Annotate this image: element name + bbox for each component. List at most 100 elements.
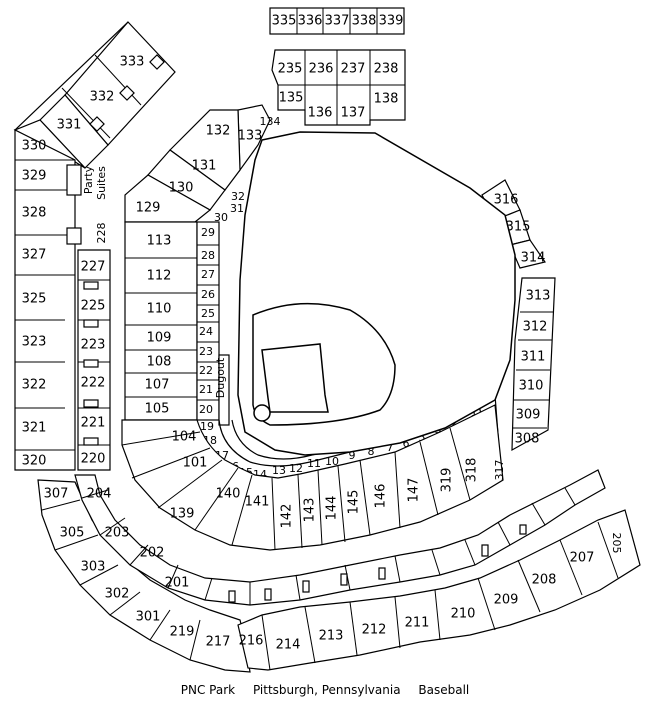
section-label[interactable]: 27 <box>201 268 215 281</box>
section-label[interactable]: 333 <box>120 55 145 70</box>
section-label[interactable]: 147 <box>407 478 422 503</box>
section-label[interactable]: 314 <box>521 251 546 266</box>
section-label[interactable]: 9 <box>349 449 356 462</box>
section-label[interactable]: 214 <box>276 638 301 653</box>
section-label[interactable]: 337 <box>325 14 350 29</box>
section-label[interactable]: 21 <box>199 383 213 396</box>
section-label[interactable]: 210 <box>451 607 476 622</box>
section-label[interactable]: 325 <box>22 292 47 307</box>
section-label[interactable]: 133 <box>238 129 263 144</box>
section-label[interactable]: 29 <box>201 226 215 239</box>
section-label[interactable]: 101 <box>183 456 208 471</box>
section-label[interactable]: 313 <box>526 289 551 304</box>
section-label[interactable]: 235 <box>278 62 303 77</box>
section-label[interactable]: 31 <box>230 202 244 215</box>
section-label[interactable]: 321 <box>22 421 47 436</box>
section-label[interactable]: 23 <box>199 345 213 358</box>
section-label[interactable]: 144 <box>325 496 340 521</box>
section-label[interactable]: 24 <box>199 325 213 338</box>
section-label[interactable]: 112 <box>147 269 172 284</box>
section-label[interactable]: 212 <box>362 623 387 638</box>
section-label[interactable]: 203 <box>105 526 130 541</box>
section-label[interactable]: 131 <box>192 159 217 174</box>
section-label[interactable]: 6 <box>403 437 410 450</box>
section-label[interactable]: 319 <box>440 468 455 493</box>
section-label[interactable]: 328 <box>22 206 47 221</box>
section-label[interactable]: 305 <box>60 526 85 541</box>
section-label[interactable]: 32 <box>231 190 245 203</box>
section-label[interactable]: 311 <box>521 350 546 365</box>
section-label[interactable]: 213 <box>319 629 344 644</box>
section-label[interactable]: 10 <box>325 455 339 468</box>
section-label[interactable]: 312 <box>523 320 548 335</box>
section-label[interactable]: 216 <box>239 634 264 649</box>
section-label[interactable]: 205 <box>610 533 623 554</box>
section-label[interactable]: 136 <box>308 106 333 121</box>
section-label[interactable]: 7 <box>387 441 394 454</box>
section-label[interactable]: 13 <box>272 464 286 477</box>
section-label[interactable]: 316 <box>494 193 519 208</box>
section-label[interactable]: 110 <box>147 302 172 317</box>
section-label[interactable]: 108 <box>147 355 172 370</box>
section-label[interactable]: 140 <box>216 487 241 502</box>
section-label[interactable]: 129 <box>136 201 161 216</box>
section-label[interactable]: 336 <box>298 14 323 29</box>
section-label[interactable]: 322 <box>22 378 47 393</box>
section-label[interactable]: 338 <box>352 14 377 29</box>
section-label[interactable]: 310 <box>519 379 544 394</box>
section-label[interactable]: 11 <box>307 457 321 470</box>
section-label[interactable]: 339 <box>379 14 404 29</box>
section-label[interactable]: 323 <box>22 335 47 350</box>
section-label[interactable]: 211 <box>405 616 430 631</box>
section-label[interactable]: 145 <box>347 490 362 515</box>
section-label[interactable]: 146 <box>374 484 389 509</box>
section-label[interactable]: 332 <box>90 90 115 105</box>
section-label[interactable]: 8 <box>368 445 375 458</box>
section-label[interactable]: 219 <box>170 625 195 640</box>
section-label[interactable]: 137 <box>341 106 366 121</box>
section-label[interactable]: 309 <box>516 408 541 423</box>
section-label[interactable]: 130 <box>169 181 194 196</box>
section-label[interactable]: 20 <box>199 403 213 416</box>
section-label[interactable]: 25 <box>201 307 215 320</box>
section-label[interactable]: 329 <box>22 169 47 184</box>
section-label[interactable]: 107 <box>145 378 170 393</box>
section-label[interactable]: 132 <box>206 124 231 139</box>
section-label[interactable]: 135 <box>279 91 304 106</box>
section-label[interactable]: 238 <box>374 62 399 77</box>
section-label[interactable]: 30 <box>214 211 228 224</box>
section-label[interactable]: 138 <box>374 92 399 107</box>
section-label[interactable]: 302 <box>105 587 130 602</box>
section-label[interactable]: 5 <box>419 431 426 444</box>
section-label[interactable]: 204 <box>87 487 112 502</box>
section-label[interactable]: 307 <box>44 487 69 502</box>
section-label[interactable]: 315 <box>506 220 531 235</box>
section-label[interactable]: 28 <box>201 249 215 262</box>
section-label[interactable]: 26 <box>201 288 215 301</box>
section-label[interactable]: 301 <box>136 610 161 625</box>
section-label[interactable]: 139 <box>170 507 195 522</box>
section-label[interactable]: 320 <box>22 454 47 469</box>
section-label[interactable]: 208 <box>532 573 557 588</box>
section-label[interactable]: 317 <box>493 460 506 481</box>
section-label[interactable]: 236 <box>309 62 334 77</box>
section-label[interactable]: 113 <box>147 234 172 249</box>
section-label[interactable]: 221 <box>81 416 106 431</box>
section-label[interactable]: 207 <box>570 551 595 566</box>
section-label[interactable]: 22 <box>199 364 213 377</box>
section-label[interactable]: 134 <box>260 115 281 128</box>
section-label[interactable]: 109 <box>147 331 172 346</box>
section-label[interactable]: 222 <box>81 376 106 391</box>
section-label[interactable]: 308 <box>515 432 540 447</box>
section-label[interactable]: 223 <box>81 338 106 353</box>
section-label[interactable]: 104 <box>172 430 197 445</box>
section-label[interactable]: 228 <box>95 223 108 244</box>
section-label[interactable]: 202 <box>140 546 165 561</box>
section-label[interactable]: 335 <box>272 14 297 29</box>
section-label[interactable]: 327 <box>22 248 47 263</box>
section-label[interactable]: 331 <box>57 118 82 133</box>
section-label[interactable]: 209 <box>494 593 519 608</box>
section-label[interactable]: 142 <box>280 504 295 529</box>
section-label[interactable]: 19 <box>200 420 214 433</box>
section-label[interactable]: 330 <box>22 139 47 154</box>
